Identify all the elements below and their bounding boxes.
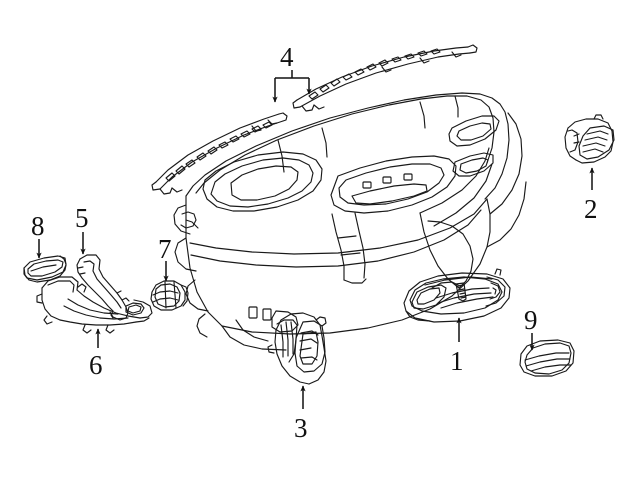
callout-label-7: 7 <box>158 234 172 264</box>
callout-label-8: 8 <box>31 211 45 241</box>
part-9-blanking-cover <box>519 339 575 377</box>
callout-4-bracket <box>272 70 312 103</box>
callout-label-5: 5 <box>75 203 89 233</box>
part-2-right-side-vent <box>564 114 615 164</box>
callout-label-1: 1 <box>450 346 464 376</box>
part-4a-defroster-grille-left <box>151 112 288 195</box>
callout-label-9: 9 <box>524 305 538 335</box>
part-7-duct-connector <box>150 280 189 311</box>
part-5-defroster-nozzle-duct <box>76 254 130 321</box>
part-1-center-vent <box>403 268 511 323</box>
callout-label-6: 6 <box>89 350 103 380</box>
part-3-left-side-vent <box>267 312 327 385</box>
part-6-lower-distribution-duct <box>36 276 153 334</box>
instrument-panel-body <box>173 92 527 351</box>
part-4b-defroster-grille-right <box>292 44 478 112</box>
callout-label-2: 2 <box>584 194 598 224</box>
callout-label-3: 3 <box>294 413 308 443</box>
callout-label-4: 4 <box>280 42 294 72</box>
part-8-demister-grille <box>23 255 67 283</box>
